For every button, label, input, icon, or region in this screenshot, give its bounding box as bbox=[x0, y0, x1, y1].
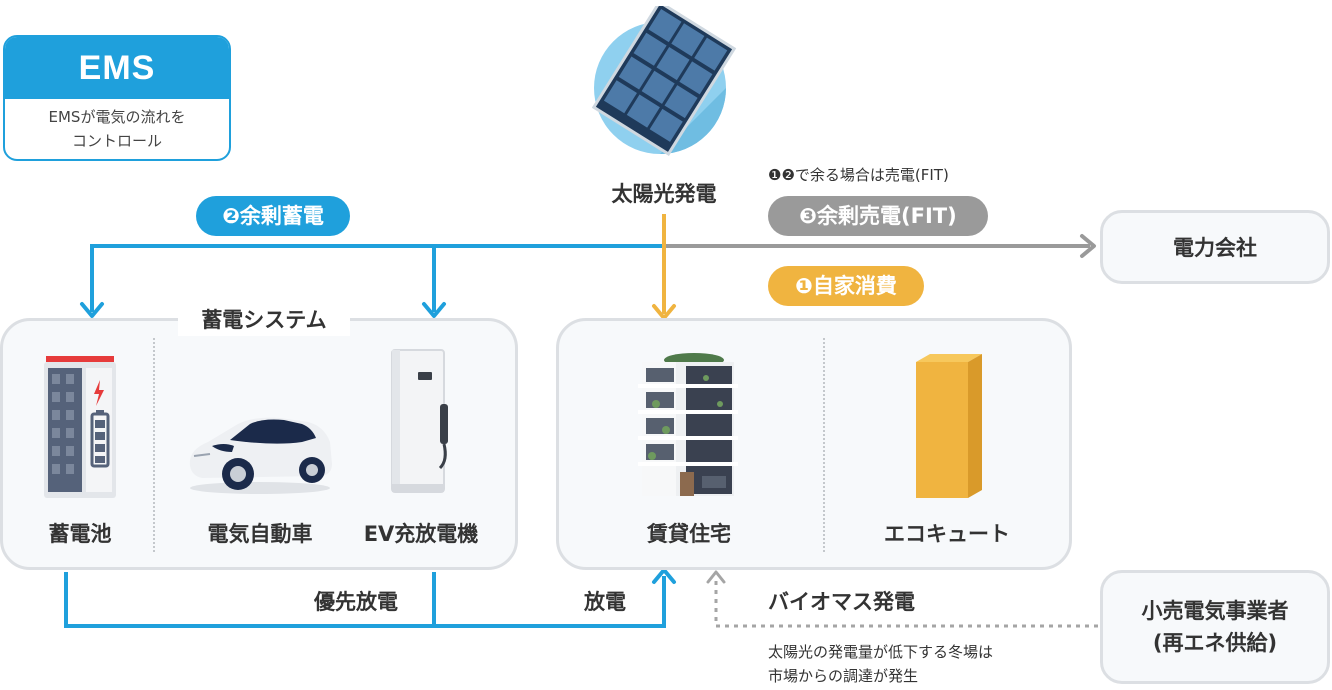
discharge-arrowhead bbox=[652, 568, 676, 584]
apartment-building-icon bbox=[638, 353, 738, 496]
priority-discharge-label: 優先放電 bbox=[314, 590, 398, 614]
retailer-line2: (再エネ供給) bbox=[1152, 631, 1278, 655]
winter-note: 太陽光の発電量が低下する冬場は 市場からの調達が発生 bbox=[768, 640, 993, 688]
surplus-storage-line bbox=[90, 244, 664, 312]
surplus-storage-arrowhead-left bbox=[80, 302, 104, 318]
electric-car-label: 電気自動車 bbox=[207, 522, 313, 546]
discharge-line bbox=[64, 572, 666, 628]
ems-desc-line2: コントロール bbox=[71, 132, 162, 150]
apartment-label: 賃貸住宅 bbox=[647, 522, 731, 546]
water-heater-label: エコキュート bbox=[884, 522, 1010, 546]
power-company-label: 電力会社 bbox=[1173, 236, 1257, 260]
consumer-divider bbox=[823, 338, 825, 552]
storage-battery-icon bbox=[44, 356, 116, 498]
ev-charger-icon bbox=[391, 349, 448, 493]
surplus-sale-pill: ❸余剰売電(FIT) bbox=[768, 196, 988, 236]
surplus-note: ❶❷で余る場合は売電(FIT) bbox=[768, 166, 949, 184]
electric-car-icon bbox=[189, 417, 332, 494]
ev-charger-label: EV充放電機 bbox=[363, 522, 479, 546]
surplus-storage-arrowhead-right bbox=[422, 302, 446, 318]
retailer-line1: 小売電気事業者 bbox=[1141, 599, 1289, 623]
winter-note-line1: 太陽光の発電量が低下する冬場は bbox=[768, 643, 994, 661]
storage-battery-label: 蓄電池 bbox=[48, 522, 112, 546]
biomass-line bbox=[714, 576, 1098, 628]
ems-box: EMS EMSが電気の流れを コントロール bbox=[3, 35, 231, 161]
power-company-box: 電力会社 bbox=[1100, 210, 1330, 284]
ems-description: EMSが電気の流れを コントロール bbox=[5, 99, 229, 153]
solar-panel-icon bbox=[592, 6, 737, 156]
storage-divider bbox=[153, 338, 155, 552]
ems-desc-line1: EMSが電気の流れを bbox=[48, 108, 186, 126]
ems-title: EMS bbox=[5, 37, 229, 99]
biomass-label: バイオマス発電 bbox=[768, 590, 915, 614]
surplus-storage-pill: ❷余剰蓄電 bbox=[196, 196, 350, 236]
self-consumption-pill: ❶自家消費 bbox=[768, 266, 924, 306]
surplus-sale-arrowhead bbox=[1080, 234, 1096, 258]
solar-label: 太陽光発電 bbox=[611, 182, 717, 206]
retailer-box: 小売電気事業者 (再エネ供給) bbox=[1100, 570, 1330, 684]
biomass-arrowhead bbox=[706, 570, 726, 584]
discharge-label: 放電 bbox=[584, 590, 626, 614]
winter-note-line2: 市場からの調達が発生 bbox=[768, 667, 919, 685]
water-heater-icon bbox=[916, 354, 982, 498]
storage-system-title: 蓄電システム bbox=[178, 304, 350, 336]
